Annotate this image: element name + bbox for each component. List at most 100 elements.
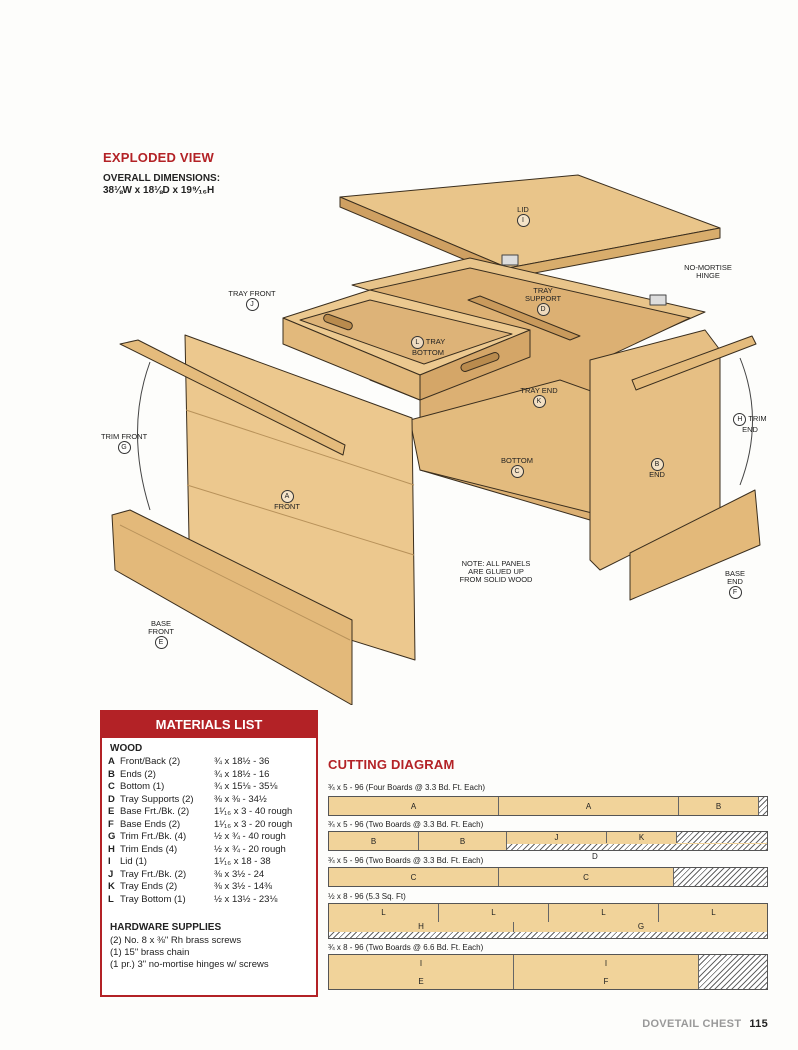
segment: E	[329, 973, 514, 989]
lid-callout: I	[516, 214, 530, 227]
board-3: C C	[328, 867, 768, 887]
material-letter: A	[108, 756, 115, 767]
material-dim: 1¹⁄₁₆ x 3 - 40 rough	[214, 806, 293, 817]
tray-bottom-label: L TRAY BOTTOM	[410, 336, 446, 357]
material-name: Tray Bottom (1)	[120, 893, 186, 905]
trim-end-label: H TRIM END	[728, 413, 772, 434]
board-caption: ¾ x 8 - 96 (Two Boards @ 6.6 Bd. Ft. Eac…	[328, 943, 484, 952]
material-letter: J	[108, 868, 114, 880]
material-row: J Tray Frt./Bk. (2) ⅜ x 3½ - 24	[108, 869, 264, 881]
material-dim: ⅜ x 3½ - 14⅜	[214, 881, 273, 892]
material-name: Trim Frt./Bk. (4)	[120, 831, 187, 842]
material-dim: ⅜ x 3½ - 24	[214, 868, 265, 880]
board-1: A A B	[328, 796, 768, 816]
segment: L	[549, 904, 659, 922]
segment: L	[329, 904, 439, 922]
material-letter: D	[108, 793, 115, 805]
material-dim: ¾ x 15⅛ - 35⅛	[214, 781, 278, 792]
material-name: Front/Back (2)	[120, 756, 181, 767]
hardware-item: (1) 15" brass chain	[110, 947, 190, 958]
materials-list: MATERIALS LIST WOOD A Front/Back (2) ¾ x 1…	[100, 710, 318, 997]
material-row: K Tray Ends (2) ⅜ x 3½ - 14⅜	[108, 881, 272, 893]
material-letter: L	[108, 893, 114, 905]
material-name: Bottom (1)	[120, 781, 165, 792]
board-4: L L L L H G	[328, 903, 768, 939]
overall-dimensions-label: OVERALL DIMENSIONS:	[103, 173, 221, 184]
segment: I	[514, 955, 699, 973]
board-2: B B J K	[328, 831, 768, 851]
segment: J	[507, 832, 607, 843]
wood-heading: WOOD	[110, 743, 143, 754]
materials-title: MATERIALS LIST	[102, 712, 316, 738]
material-name: Tray Ends (2)	[120, 881, 178, 892]
material-letter: E	[108, 806, 115, 817]
material-dim: 1¹⁄₁₆ x 18 - 38	[214, 856, 271, 867]
material-row: D Tray Supports (2) ⅜ x ⅜ - 34½	[108, 794, 267, 806]
material-letter: I	[108, 856, 111, 867]
material-name: Trim Ends (4)	[120, 843, 178, 855]
overall-dimensions-value: 38⅛W x 18⅛D x 19⁹⁄₁₆H	[103, 185, 215, 196]
material-name: Base Frt./Bk. (2)	[120, 806, 190, 817]
segment: K	[607, 832, 677, 843]
material-row: B Ends (2) ¾ x 18½ - 16	[108, 769, 269, 781]
material-dim: ½ x ¾ - 20 rough	[214, 843, 286, 855]
material-name: Lid (1)	[120, 856, 147, 867]
hardware-item: (2) No. 8 x ⅜" Rh brass screws	[110, 935, 242, 946]
segment: B	[679, 797, 759, 815]
material-dim: ¾ x 18½ - 36	[214, 756, 270, 767]
tray-end-callout: K	[532, 395, 546, 408]
material-name: Ends (2)	[120, 768, 156, 780]
tray-support-callout: D	[536, 303, 550, 316]
hardware-item: (1 pr.) 3" no-mortise hinges w/ screws	[110, 959, 269, 970]
segment: C	[329, 868, 499, 886]
material-name: Tray Frt./Bk. (2)	[120, 868, 187, 880]
page-number: 115	[749, 1018, 768, 1030]
material-dim: ⅜ x ⅜ - 34½	[214, 793, 267, 805]
board-caption: ¾ x 5 - 96 (Four Boards @ 3.3 Bd. Ft. Ea…	[328, 783, 486, 792]
tray-front-callout: J	[245, 298, 259, 311]
board-caption: ¾ x 5 - 96 (Two Boards @ 3.3 Bd. Ft. Eac…	[328, 856, 484, 865]
material-name: Base Ends (2)	[120, 818, 181, 830]
material-letter: B	[108, 768, 115, 780]
hinge-label: NO-MORTISE HINGE	[684, 263, 732, 280]
segment: I	[329, 955, 514, 973]
material-row: G Trim Frt./Bk. (4) ½ x ¾ - 40 rough	[108, 831, 286, 843]
material-row: L Tray Bottom (1) ½ x 13½ - 23⅛	[108, 894, 277, 906]
material-dim: ¾ x 18½ - 16	[214, 768, 270, 780]
material-name: Tray Supports (2)	[120, 793, 194, 805]
segment: L	[659, 904, 767, 922]
trim-front-callout: G	[117, 441, 131, 454]
base-end-callout: F	[728, 586, 742, 599]
exploded-view-drawing	[111, 174, 761, 705]
material-dim: ½ x ¾ - 40 rough	[214, 831, 286, 842]
note-label: NOTE: ALL PANELS ARE GLUED UP FROM SOLID…	[459, 559, 533, 584]
material-letter: K	[108, 881, 115, 892]
material-row: E Base Frt./Bk. (2) 1¹⁄₁₆ x 3 - 40 rough	[108, 806, 292, 818]
board-caption: ¾ x 5 - 96 (Two Boards @ 3.3 Bd. Ft. Eac…	[328, 820, 484, 829]
cutting-diagram-title: CUTTING DIAGRAM	[328, 757, 455, 772]
segment: A	[329, 797, 499, 815]
material-dim: ½ x 13½ - 23⅛	[214, 893, 278, 905]
board-5: I I E F	[328, 954, 768, 990]
trim-front-label: TRIM FRONT G	[98, 433, 150, 454]
base-front-callout: E	[154, 636, 168, 649]
segment: H	[329, 922, 514, 932]
segment: B	[419, 832, 507, 850]
material-letter: F	[108, 818, 114, 830]
material-letter: H	[108, 843, 115, 855]
segment: F	[514, 973, 699, 989]
material-dim: 1¹⁄₁₆ x 3 - 20 rough	[214, 818, 293, 830]
d-callout: D	[592, 852, 598, 861]
segment: C	[499, 868, 674, 886]
material-letter: G	[108, 831, 116, 842]
